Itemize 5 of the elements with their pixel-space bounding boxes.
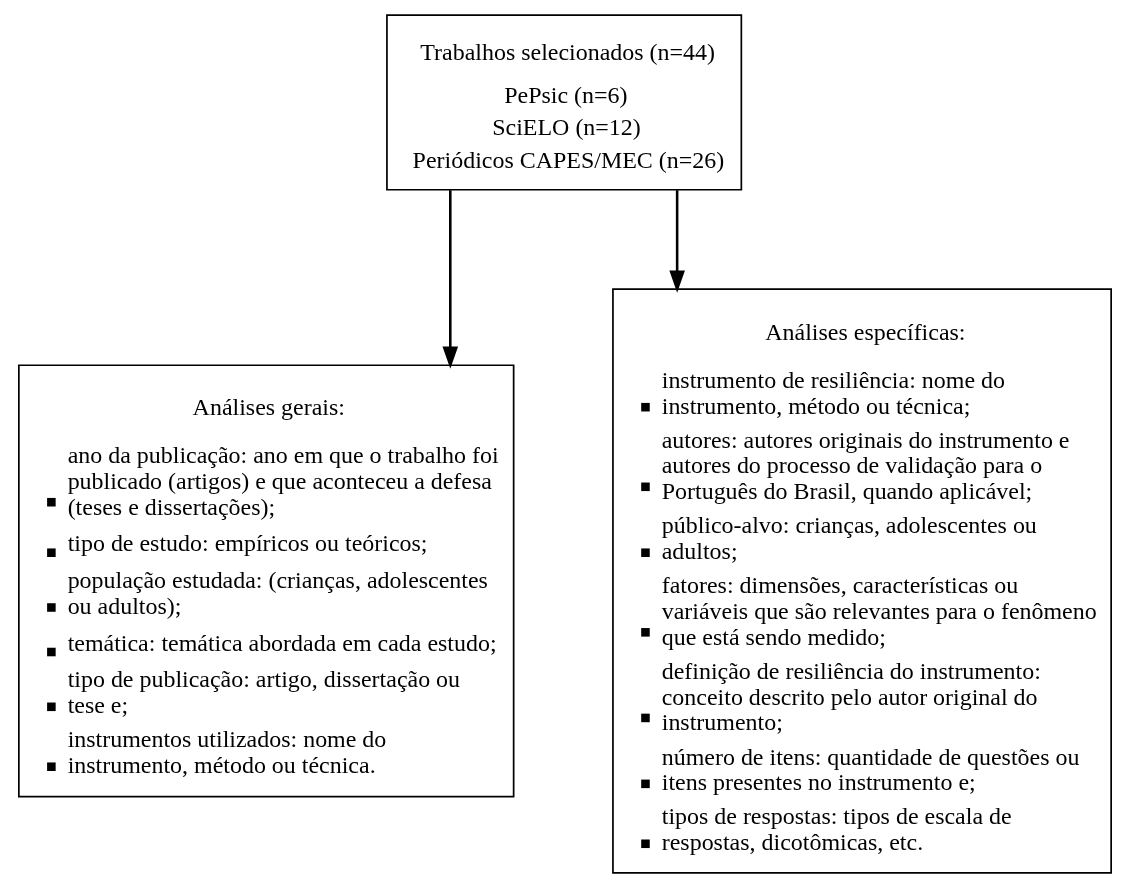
arrow (442, 190, 459, 369)
node-box: Análises específicas: instrumento de resiliência: nome do instrumento, método ou técnica; autores: autores originais do instrumento e autores do processo de validação para o Português do Brasil, quando aplicável; público-alvo: crianças, adolescentes ou adultos; fatores: dimensões, características ou variáveis que são relevantes para o fenômeno que está sendo medido; definição de resiliência do instrumento: conceito descrito pelo autor original do instrumento; número de itens: quantidade de questões ou itens presentes no instrumento e; tipos de respostas: tipos de escala de respostas, dicotômicas, etc. (612, 288, 1112, 874)
arrow (669, 190, 685, 293)
node-box: Análises gerais: ano da publicação: ano em que o trabalho foi publicado (artigos) e que aconteceu a defesa (teses e dissertações); tipo de estudo: empíricos ou teóricos; população estudada: (crianças, adolescentes ou adultos); temática: temática abordada em cada estudo; tipo de publicação: artigo, dissertação ou tese e; instrumentos utilizados: nome do instrumento, método ou técnica. (18, 364, 515, 798)
node-box: Trabalhos selecionados (n=44) PePsic (n=6) SciELO (n=12) Periódicos CAPES/MEC (n=26) (386, 14, 743, 191)
